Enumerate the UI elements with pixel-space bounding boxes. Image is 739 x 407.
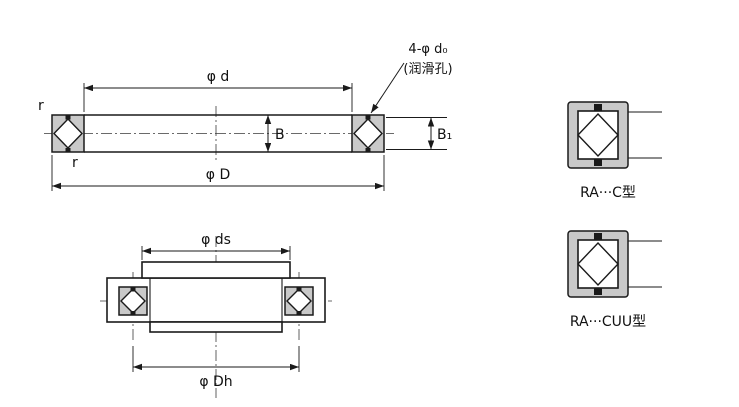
roller-diamond	[577, 241, 619, 287]
leader-line	[370, 62, 405, 114]
dim-label-ds: φ ds	[201, 232, 231, 248]
radius-label-top: r	[38, 98, 44, 114]
dim-label-B: B	[275, 127, 285, 143]
type-c-label: RA···C型	[580, 185, 636, 201]
spacer-tab	[594, 104, 602, 111]
roller-diamond	[577, 112, 619, 158]
spacer-tab	[594, 288, 602, 295]
dim-label-D: φ D	[206, 167, 230, 183]
lube-holes-note: (润滑孔)	[403, 62, 452, 77]
bearing-section-view: φ d φ D B B₁ r r 4-φ d₀ (润滑孔)	[38, 42, 453, 191]
dim-label-B1: B₁	[437, 127, 452, 143]
lube-holes-callout: 4-φ d₀	[408, 42, 447, 57]
dim-label-d: φ d	[207, 69, 230, 85]
spacer-tab	[296, 287, 302, 292]
spacer-tab	[130, 311, 136, 315]
spacer-tab	[594, 233, 602, 240]
bearing-mounting-view: φ ds φ Dh	[100, 232, 332, 398]
spacer-tab	[594, 159, 602, 166]
type-cuu-figure: RA···CUU型	[567, 230, 662, 330]
dim-label-Dh: φ Dh	[199, 374, 232, 390]
radius-label-bottom: r	[72, 155, 78, 171]
spacer-tab	[296, 311, 302, 315]
spacer-tab	[365, 148, 371, 152]
spacer-tab	[65, 148, 71, 152]
spacer-tab	[130, 287, 136, 292]
spacer-tab	[365, 115, 371, 120]
type-cuu-label: RA···CUU型	[570, 314, 646, 330]
type-c-figure: RA···C型	[567, 101, 662, 201]
spacer-tab	[65, 115, 71, 120]
housing-pilot-step	[149, 321, 283, 333]
inner-ring-flange	[141, 261, 291, 279]
